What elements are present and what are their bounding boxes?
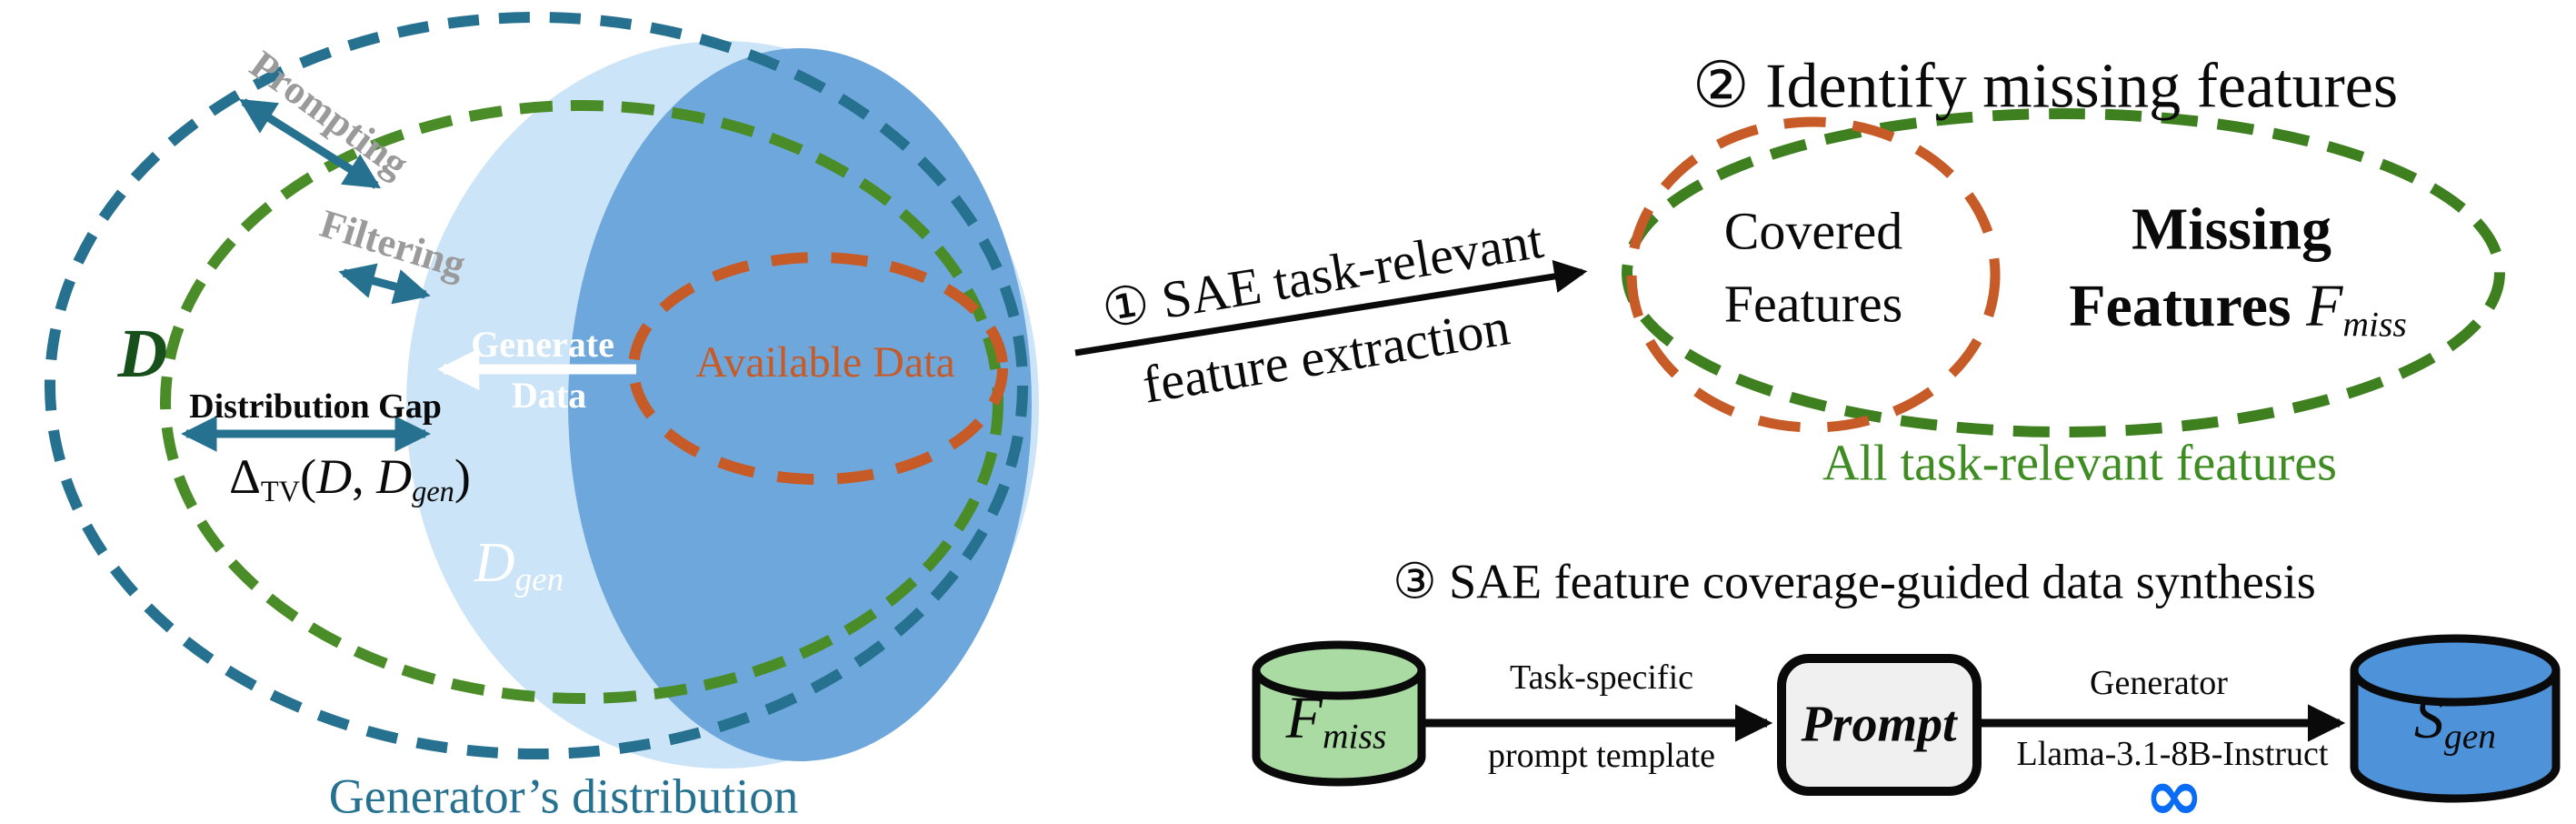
prompt-box-label: Prompt — [1801, 696, 1957, 753]
arrow1-bottom-label: prompt template — [1487, 737, 1716, 776]
available-data-ellipse — [628, 252, 1008, 485]
fmiss-subscript: miss — [1322, 716, 1387, 757]
sgen-subscript: gen — [2443, 716, 2497, 757]
fmiss-main: F — [1285, 685, 1323, 752]
fmiss-cylinder-top — [1252, 640, 1426, 700]
fmiss-symbol: F — [2306, 273, 2343, 340]
dgen-main: D — [474, 531, 515, 594]
sgen-main: S — [2413, 685, 2444, 752]
all-features-caption: All task-relevant features — [1822, 435, 2337, 492]
fmiss-cylinder-body — [1252, 670, 1426, 787]
missing-features-line1: Missing — [2131, 196, 2332, 263]
sgen-cylinder-body — [2350, 670, 2561, 803]
covered-features-line1: Covered — [1723, 201, 1903, 261]
filtering-gap-arrow — [338, 263, 431, 305]
dgen-subscript: gen — [514, 561, 564, 599]
missing-features-line2: Features Fmiss — [2069, 275, 2407, 344]
delta-d1: D — [316, 448, 353, 504]
delta-comma: , — [352, 448, 377, 504]
distribution-d-symbol: D — [117, 316, 168, 393]
fmiss-symbol-subscript: miss — [2342, 304, 2407, 345]
delta-d2: D — [376, 448, 413, 504]
delta-subscript: TV — [260, 476, 301, 509]
generator-distribution-caption: Generator’s distribution — [328, 769, 799, 824]
delta-tv-formula: ΔTV(D, Dgen) — [229, 451, 471, 507]
arrow2-bottom-label: Llama-3.1-8B-Instruct — [2016, 735, 2329, 774]
delta-symbol: Δ — [229, 448, 261, 504]
meta-logo-icon: ∞ — [2144, 755, 2204, 824]
generator-distribution-ellipse — [45, 12, 1028, 759]
paren-close: ) — [454, 448, 471, 504]
prompt-box — [1777, 654, 1982, 796]
generate-data-line1: Generate — [471, 324, 614, 365]
available-data-label: Available Data — [695, 337, 955, 387]
missing-features-word: Features — [2069, 273, 2307, 340]
step3-title: ③ SAE feature coverage-guided data synth… — [1393, 554, 2316, 609]
sgen-cylinder-top — [2350, 634, 2561, 707]
arrow1-top-label: Task-specific — [1509, 658, 1694, 698]
all-features-ellipse — [1622, 108, 2505, 437]
covered-features-ellipse — [1626, 116, 2001, 433]
paren-open: ( — [300, 448, 317, 504]
prompting-gap-arrow — [238, 98, 382, 189]
covered-features-line2: Features — [1723, 274, 1903, 334]
dgen-label: Dgen — [474, 531, 564, 599]
delta-d2-subscript: gen — [412, 476, 454, 509]
sae-extraction-arrow — [1074, 259, 1588, 357]
arrow2-top-label: Generator — [2090, 664, 2228, 703]
fmiss-cylinder-label: Fmiss — [1286, 687, 1387, 756]
distribution-gap-label: Distribution Gap — [189, 387, 442, 427]
step2-title: ② Identify missing features — [1692, 51, 2399, 122]
generate-data-line2: Data — [511, 375, 587, 416]
sgen-cylinder-label: Sgen — [2414, 687, 2496, 756]
